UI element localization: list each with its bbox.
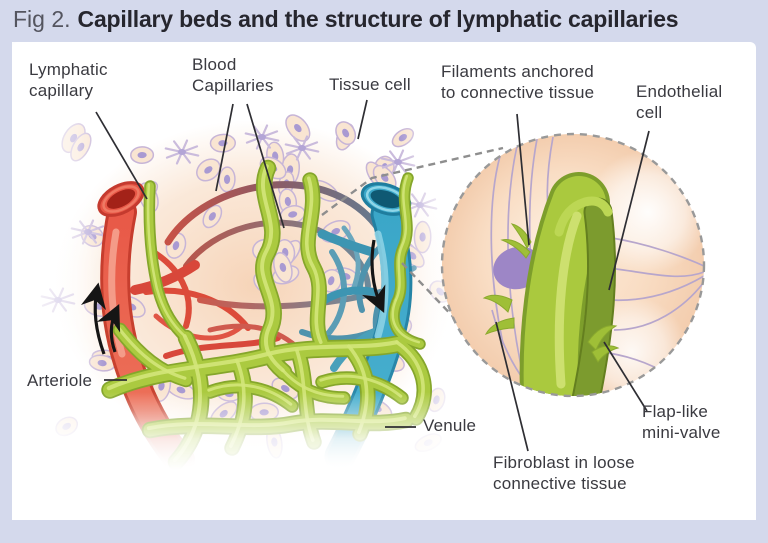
magnified-inset [440, 132, 706, 398]
leader-lines [95, 99, 650, 452]
tissue-cell-shape [335, 121, 357, 145]
arteriole-up-arrow-icon [80, 282, 107, 355]
connective-tissue-fiber [613, 281, 704, 331]
anchoring-filament [587, 325, 618, 351]
label-leader-line [246, 103, 285, 229]
fibroblast-star-cell [164, 139, 200, 165]
flow-arrows [80, 239, 386, 355]
connective-tissue-fiber [611, 237, 704, 267]
tissue-cell-shape [273, 252, 293, 283]
fibroblast-star-cell [284, 135, 320, 161]
label-flap-mini-valve: Flap-like mini-valve [642, 402, 721, 442]
label-leader-line [495, 321, 529, 452]
label-arteriole: Arteriole [27, 371, 93, 390]
label-lymphatic-capillary: Lymphatic capillary [29, 60, 108, 100]
label-filaments: Filaments anchored to connective tissue [441, 62, 595, 102]
tissue-cell-shape [202, 204, 223, 229]
anchoring-filament [482, 294, 513, 313]
label-leader-line [608, 130, 650, 291]
figure-number: Fig 2. [13, 6, 71, 32]
capillary-diagram-svg [12, 42, 756, 520]
label-leader-line [516, 113, 530, 246]
anchoring-filament [484, 317, 515, 335]
label-blood-capillaries: Blood Capillaries [192, 55, 274, 95]
anchoring-filament [500, 239, 531, 259]
inset-dashed-border [440, 132, 706, 398]
label-leader-line [95, 111, 148, 200]
label-leader-line [215, 103, 234, 192]
label-fibroblast: Fibroblast in loose connective tissue [493, 453, 635, 493]
magnifier-callout-lines [321, 146, 504, 345]
label-tissue-cell: Tissue cell [329, 75, 411, 94]
figure-title-text: Capillary beds and the structure of lymp… [77, 6, 679, 32]
anchoring-filament [591, 345, 620, 363]
venule-down-arrow-icon [361, 239, 386, 314]
tissue-cell-shape [218, 166, 236, 193]
tissue-cell-shape [130, 146, 155, 164]
label-leader-line [357, 99, 368, 140]
label-endothelial-cell: Endothelial cell [636, 82, 723, 122]
arteriole-mouth [97, 181, 145, 217]
tissue-cell-shape [209, 133, 237, 153]
anchoring-filament [510, 223, 532, 249]
connective-tissue-fiber [607, 267, 704, 278]
label-leader-line [603, 341, 648, 412]
connective-tissue-fiber [490, 155, 504, 345]
figure-title: Fig 2.Capillary beds and the structure o… [13, 6, 679, 33]
tissue-cell-shape [196, 158, 221, 182]
endothelial-inner-wall [572, 199, 615, 396]
arteriole-up-arrow-icon [96, 304, 121, 353]
label-venule: Venule [423, 416, 477, 435]
connective-tissue-fiber [609, 275, 704, 302]
bottom-fade [12, 392, 756, 520]
tissue-cell-shape [285, 114, 311, 142]
